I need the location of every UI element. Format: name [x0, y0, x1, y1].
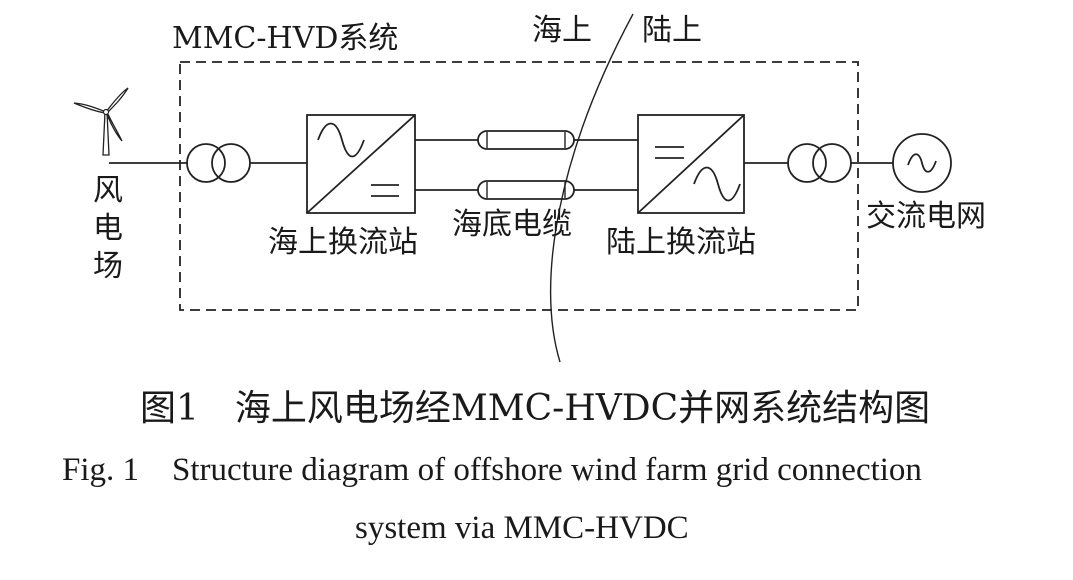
- onshore-transformer-icon: [787, 143, 852, 183]
- offshore-transformer-icon: [186, 143, 251, 183]
- cable-label: 海底电缆: [452, 207, 572, 242]
- wind-farm-label-3: 场: [93, 249, 123, 284]
- caption-english-line2: system via MMC-HVDC: [355, 510, 689, 546]
- offshore-converter-icon: [306, 114, 416, 214]
- onshore-station-label: 陆上换流站: [606, 225, 756, 260]
- caption-chinese: 图1 海上风电场经MMC-HVDC并网系统结构图: [140, 388, 930, 429]
- submarine-cable-icon-neg: [477, 180, 575, 200]
- offshore-station-label: 海上换流站: [268, 225, 418, 260]
- system-label: MMC-HVD系统: [172, 21, 398, 56]
- ac-grid-source-icon: [892, 133, 952, 193]
- onshore-label: 陆上: [642, 13, 702, 48]
- grid-label: 交流电网: [866, 199, 986, 234]
- sea-land-boundary: [549, 13, 634, 363]
- onshore-converter-icon: [637, 114, 745, 214]
- submarine-cable-icon-pos: [477, 130, 575, 150]
- wind-farm-label-2: 电: [93, 211, 123, 246]
- system-boundary: [179, 61, 859, 311]
- caption-english-line1: Fig. 1 Structure diagram of offshore win…: [62, 452, 922, 488]
- wind-turbine-icon: [73, 87, 129, 156]
- wind-farm-label-1: 风: [93, 173, 123, 208]
- offshore-label: 海上: [532, 13, 592, 48]
